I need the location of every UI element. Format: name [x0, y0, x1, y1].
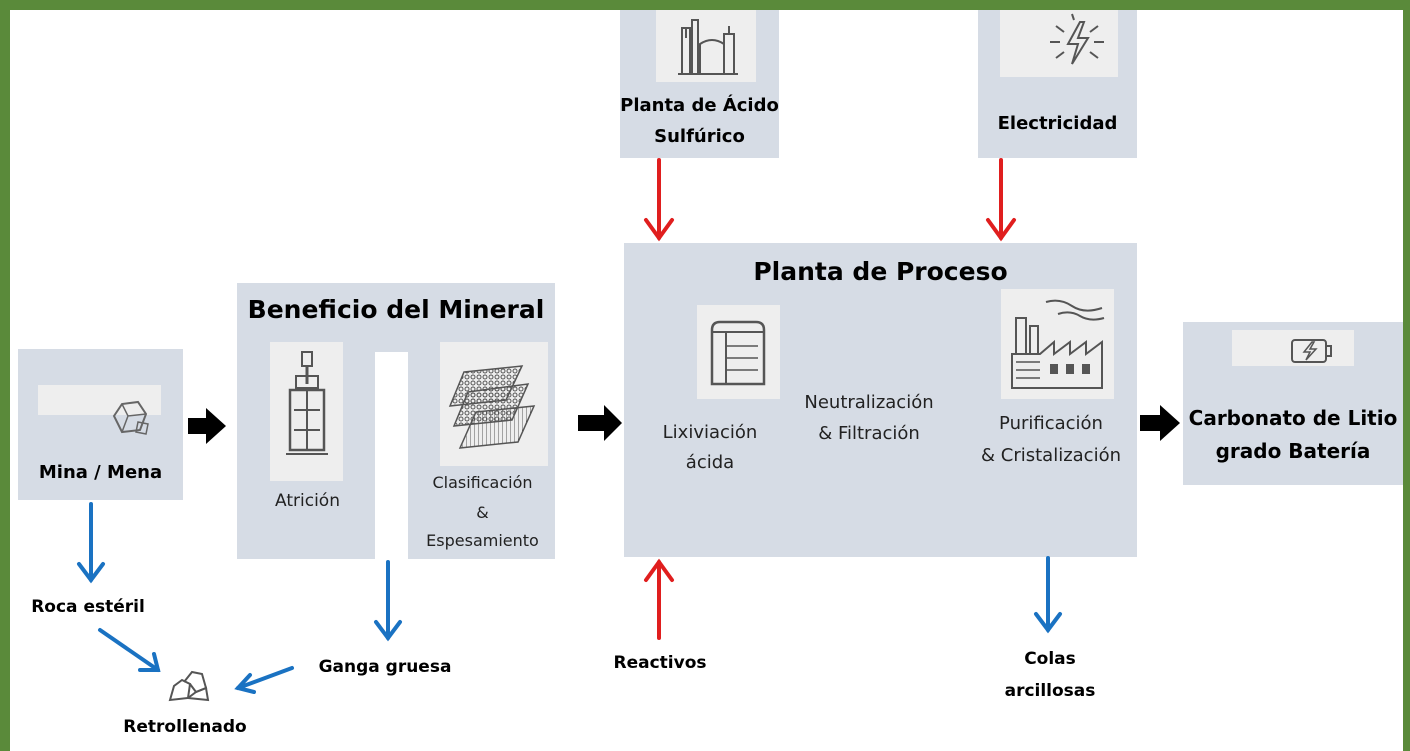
- output-arrow-ganga: [374, 560, 402, 642]
- frame-right: [1403, 0, 1410, 751]
- input-arrow-reactivos: [644, 558, 674, 640]
- output-arrow-ganga-retrollenado: [234, 666, 294, 694]
- carbonato-label-1: Carbonato de Litio: [1188, 406, 1398, 430]
- output-arrow-roca-retrollenado: [98, 628, 161, 672]
- flow-arrow-beneficio-proceso: [578, 405, 622, 441]
- roca-label: Roca estéril: [31, 597, 145, 617]
- acid-plant-icon: [678, 19, 738, 75]
- acido-icon-panel: [656, 10, 756, 82]
- proceso-title: Planta de Proceso: [753, 257, 1008, 286]
- retrollenado-label: Retrollenado: [123, 717, 247, 737]
- acido-label-1: Planta de Ácido: [620, 95, 779, 116]
- clasificacion-label-2: &: [476, 503, 489, 522]
- flow-arrow-mina-beneficio: [188, 408, 226, 444]
- carbonato-label-2: grado Batería: [1215, 439, 1371, 463]
- backfill-rocks-icon: [168, 670, 210, 702]
- ganga-label: Ganga gruesa: [318, 657, 452, 677]
- clasificacion-label-1: Clasificación: [432, 473, 533, 492]
- purificacion-icon-panel: [1001, 289, 1114, 399]
- beneficio-gap: [375, 352, 408, 572]
- atricion-label: Atrición: [275, 491, 340, 511]
- lixiviacion-label-2: ácida: [685, 452, 735, 473]
- flow-arrow-proceso-carbonato: [1140, 405, 1180, 441]
- input-arrow-acido: [644, 158, 674, 242]
- beneficio-title: Beneficio del Mineral: [247, 295, 545, 324]
- clasificacion-label-3: Espesamiento: [426, 531, 539, 550]
- screen-layers-icon: [448, 365, 536, 449]
- neutralizacion-label-1: Neutralización: [804, 392, 934, 413]
- mina-box: [18, 349, 183, 500]
- attrition-tank-icon: [286, 351, 328, 455]
- lixiviacion-label-1: Lixiviación: [662, 422, 758, 443]
- reactivos-label: Reactivos: [613, 653, 707, 673]
- acido-label-2: Sulfúrico: [654, 126, 745, 147]
- mina-icon-panel: [38, 385, 161, 415]
- purificacion-label-2: & Cristalización: [981, 445, 1121, 466]
- purificacion-label-1: Purificación: [999, 413, 1103, 434]
- frame-top: [0, 0, 1410, 10]
- electricity-icon: [1050, 13, 1104, 65]
- output-arrow-colas: [1034, 556, 1062, 634]
- input-arrow-electricidad: [986, 158, 1016, 242]
- neutralizacion-label-2: & Filtración: [818, 423, 920, 444]
- colas-label-2: arcillosas: [1004, 681, 1096, 701]
- leach-tank-icon: [710, 320, 766, 386]
- battery-icon: [1291, 339, 1332, 363]
- factory-icon: [1011, 299, 1105, 389]
- colas-label-1: Colas: [1024, 649, 1076, 669]
- electricidad-icon-panel: [1000, 10, 1118, 77]
- frame-left: [0, 0, 10, 751]
- beneficio-lower: [408, 540, 555, 559]
- electricidad-label: Electricidad: [997, 113, 1118, 134]
- output-arrow-roca: [77, 502, 105, 584]
- rock-icon: [112, 400, 149, 435]
- mina-label: Mina / Mena: [38, 462, 163, 483]
